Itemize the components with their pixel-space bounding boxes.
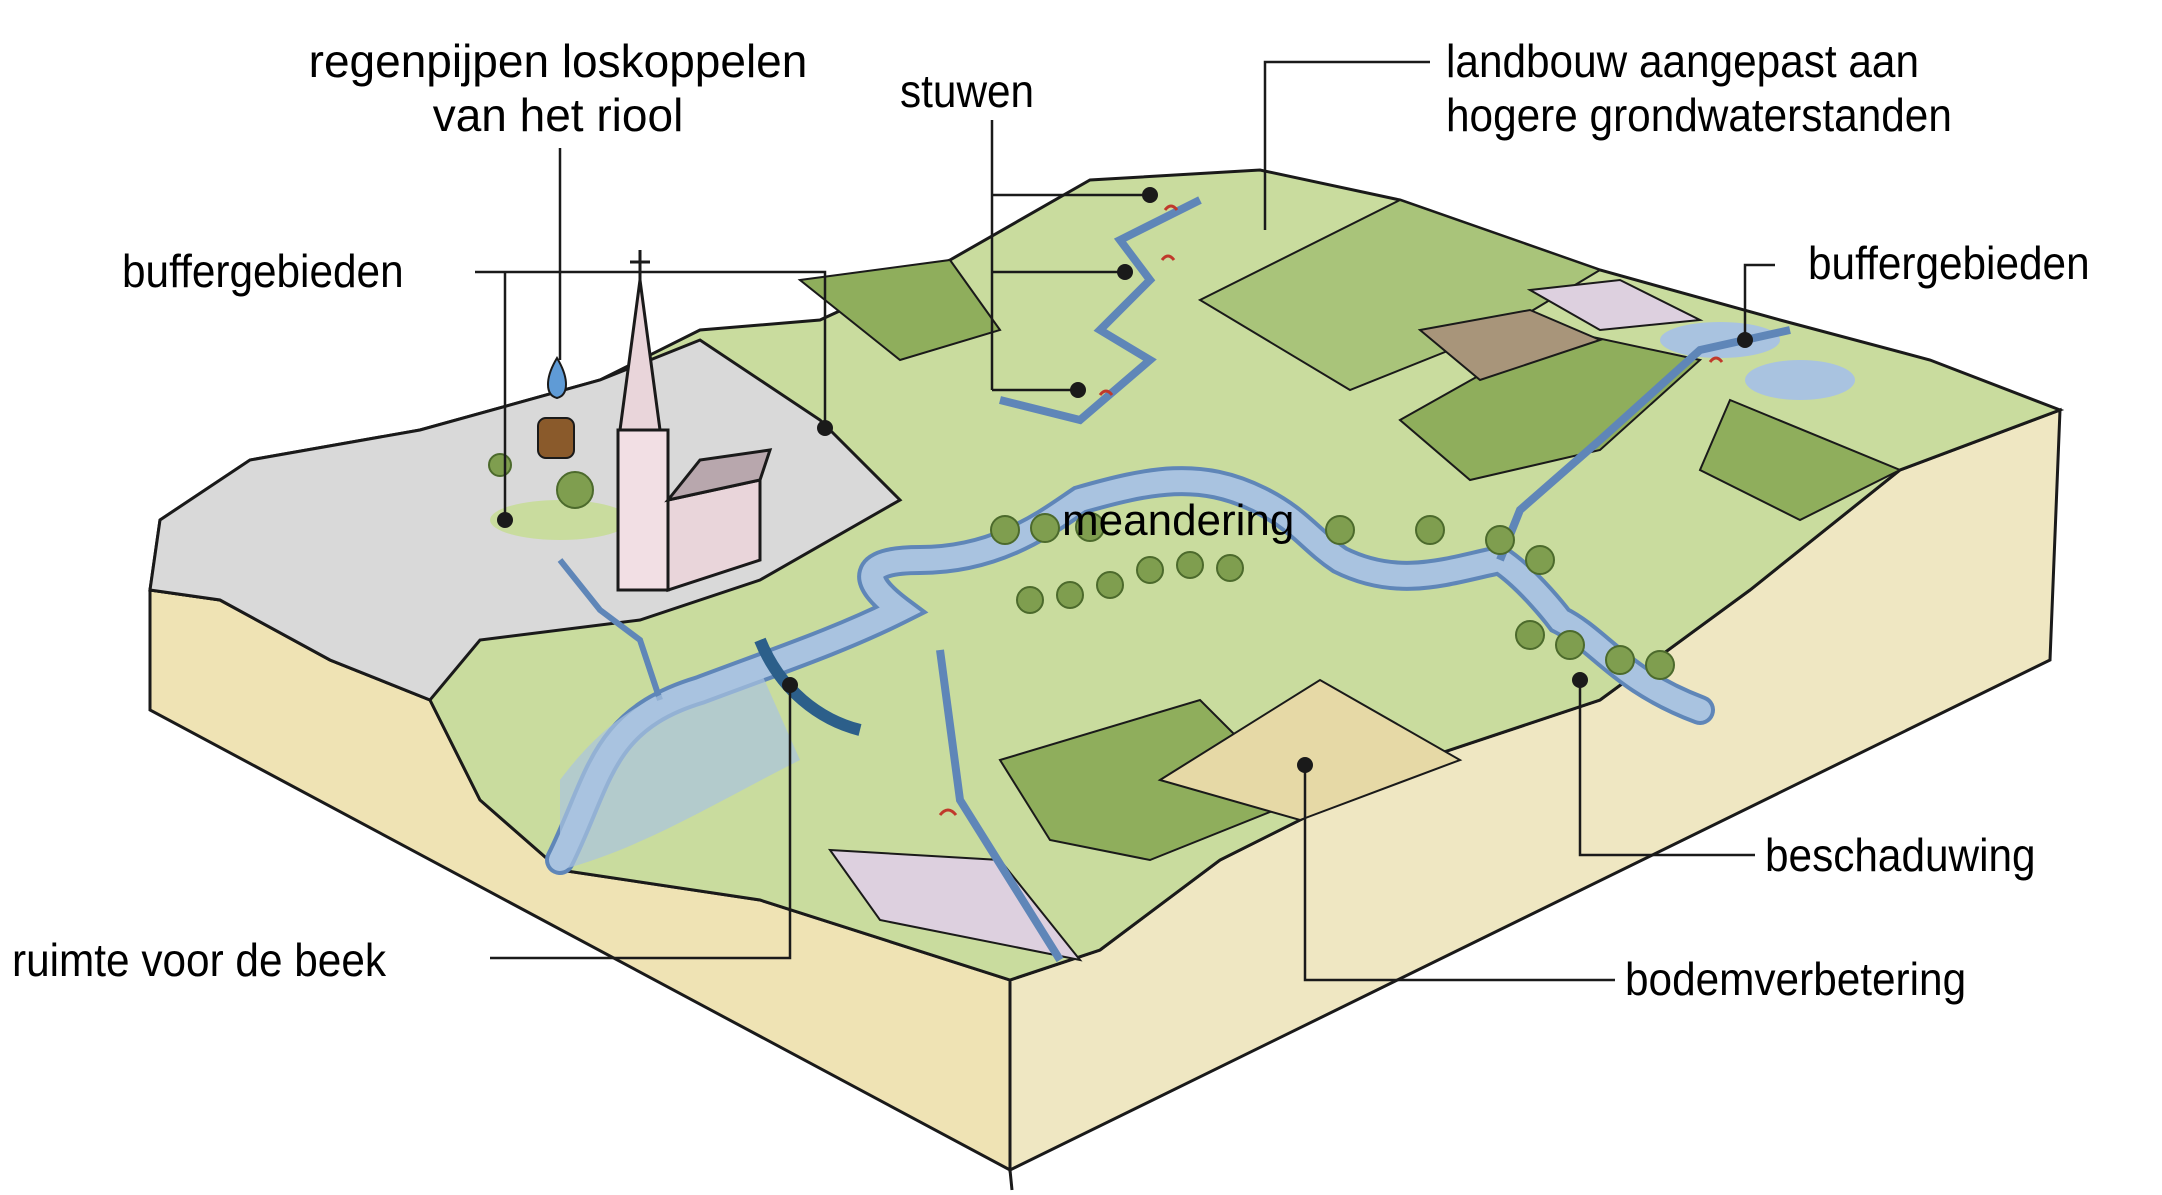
label-landbouw-line2: hogere grondwaterstanden	[1446, 89, 1952, 141]
label-meandering: meandering	[1062, 496, 1295, 545]
meandering-brook	[545, 196, 1791, 963]
church	[616, 250, 773, 593]
weir-markers	[938, 204, 1724, 816]
leader-lines	[475, 60, 1775, 982]
leader-dots	[497, 187, 1753, 773]
label-landbouw-line1: landbouw aangepast aan	[1446, 35, 1919, 87]
label-regenpijpen-line1: regenpijpen loskoppelen	[308, 35, 808, 87]
label-buffergebieden-right: buffergebieden	[1808, 237, 2090, 289]
label-buffergebieden-left: buffergebieden	[122, 245, 404, 297]
label-regenpijpen-line2: van het riool	[432, 89, 684, 141]
trees	[488, 453, 1675, 680]
label-beschaduwing: beschaduwing	[1765, 829, 2036, 881]
label-stuwen: stuwen	[900, 65, 1035, 117]
label-ruimte-voor-de-beek: ruimte voor de beek	[12, 934, 387, 986]
rainwater-disconnect	[537, 356, 575, 459]
label-landbouw: landbouw aangepast aan hogere grondwater…	[1446, 34, 1952, 142]
label-regenpijpen: regenpijpen loskoppelen van het riool	[278, 34, 838, 142]
space-arrow-icon	[754, 637, 862, 736]
label-bodemverbetering: bodemverbetering	[1625, 953, 1967, 1005]
